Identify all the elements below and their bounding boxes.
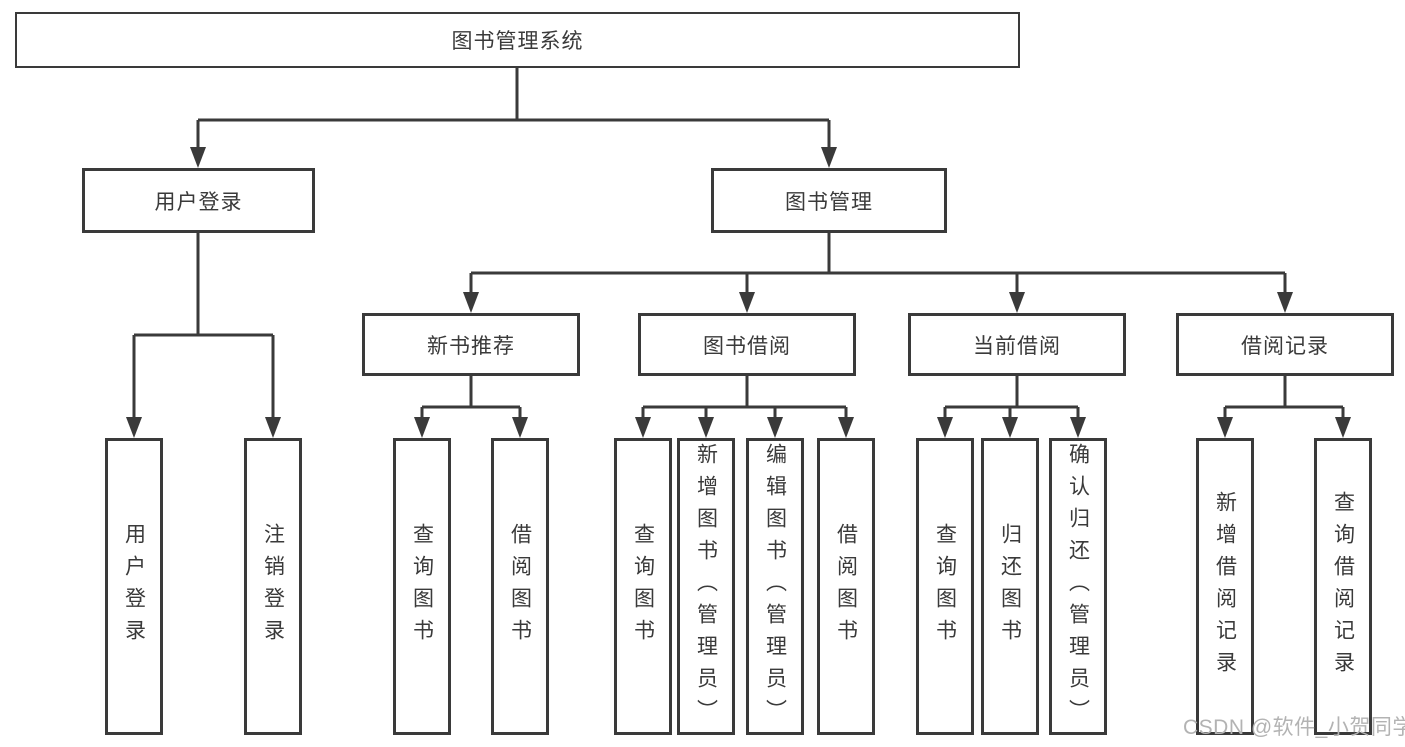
node-leaf-logout: 注销登录 bbox=[244, 438, 302, 735]
node-leaf-query-book-borrowing: 查询图书 bbox=[614, 438, 672, 735]
connector-book-borrow-to-leaves bbox=[641, 376, 848, 419]
leaf-label: 归还图书 bbox=[998, 522, 1022, 651]
leaf-label: 查询图书 bbox=[631, 522, 655, 651]
arrowhead-icon bbox=[190, 147, 206, 168]
arrowhead-icon bbox=[698, 417, 714, 438]
connector-current-borrow-to-leaves bbox=[943, 376, 1080, 419]
arrowhead-icon bbox=[739, 292, 755, 313]
arrowhead-icon bbox=[821, 147, 837, 168]
arrowhead-icon bbox=[1277, 292, 1293, 313]
arrowhead-icon bbox=[635, 417, 651, 438]
connector-user-login-to-leaves bbox=[132, 233, 275, 419]
leaf-label: 新增借阅记录 bbox=[1213, 490, 1237, 683]
leaf-label: 编辑图书（管理员） bbox=[763, 442, 787, 731]
node-current-borrowing: 当前借阅 bbox=[908, 313, 1126, 376]
node-leaf-borrow-book: 借阅图书 bbox=[817, 438, 875, 735]
node-leaf-query-borrow-record: 查询借阅记录 bbox=[1314, 438, 1372, 735]
arrowhead-icon bbox=[1002, 417, 1018, 438]
arrowhead-icon bbox=[265, 417, 281, 438]
arrowhead-icon bbox=[126, 417, 142, 438]
arrowhead-icon bbox=[1070, 417, 1086, 438]
node-leaf-query-book-current: 查询图书 bbox=[916, 438, 974, 735]
arrowhead-icon bbox=[937, 417, 953, 438]
node-borrowing-records: 借阅记录 bbox=[1176, 313, 1394, 376]
arrowhead-icon bbox=[838, 417, 854, 438]
arrowhead-icon bbox=[414, 417, 430, 438]
leaf-label: 查询图书 bbox=[933, 522, 957, 651]
leaf-label: 用户登录 bbox=[122, 522, 146, 651]
node-leaf-add-book-admin: 新增图书（管理员） bbox=[677, 438, 735, 735]
arrowhead-icon bbox=[1217, 417, 1233, 438]
node-book-management: 图书管理 bbox=[711, 168, 947, 233]
node-book-borrowing: 图书借阅 bbox=[638, 313, 856, 376]
node-library-management-system: 图书管理系统 bbox=[15, 12, 1020, 68]
arrowhead-icon bbox=[463, 292, 479, 313]
node-leaf-borrow-book-recommend: 借阅图书 bbox=[491, 438, 549, 735]
node-leaf-return-book: 归还图书 bbox=[981, 438, 1039, 735]
node-leaf-edit-book-admin: 编辑图书（管理员） bbox=[746, 438, 804, 735]
leaf-label: 查询图书 bbox=[410, 522, 434, 651]
connector-root-to-level2 bbox=[196, 68, 831, 149]
leaf-label: 借阅图书 bbox=[834, 522, 858, 651]
arrowhead-icon bbox=[512, 417, 528, 438]
connector-new-book-rec-to-leaves bbox=[420, 376, 522, 419]
connector-borrow-records-to-leaves bbox=[1223, 376, 1345, 419]
csdn-watermark: CSDN @软件_小贺同学 bbox=[1183, 716, 1405, 739]
leaf-label: 注销登录 bbox=[261, 522, 285, 651]
arrowhead-icon bbox=[1335, 417, 1351, 438]
node-user-login: 用户登录 bbox=[82, 168, 315, 233]
node-leaf-user-login: 用户登录 bbox=[105, 438, 163, 735]
leaf-label: 新增图书（管理员） bbox=[694, 442, 718, 731]
leaf-label: 查询借阅记录 bbox=[1331, 490, 1355, 683]
arrowhead-icon bbox=[1009, 292, 1025, 313]
connector-book-mgmt-to-level3 bbox=[469, 233, 1287, 294]
node-leaf-add-borrow-record: 新增借阅记录 bbox=[1196, 438, 1254, 735]
node-leaf-query-book-recommend: 查询图书 bbox=[393, 438, 451, 735]
leaf-label: 确认归还（管理员） bbox=[1066, 442, 1090, 731]
arrowhead-icon bbox=[767, 417, 783, 438]
node-new-book-recommend: 新书推荐 bbox=[362, 313, 580, 376]
node-leaf-confirm-return-admin: 确认归还（管理员） bbox=[1049, 438, 1107, 735]
leaf-label: 借阅图书 bbox=[508, 522, 532, 651]
arrowhead-group bbox=[126, 147, 1351, 438]
